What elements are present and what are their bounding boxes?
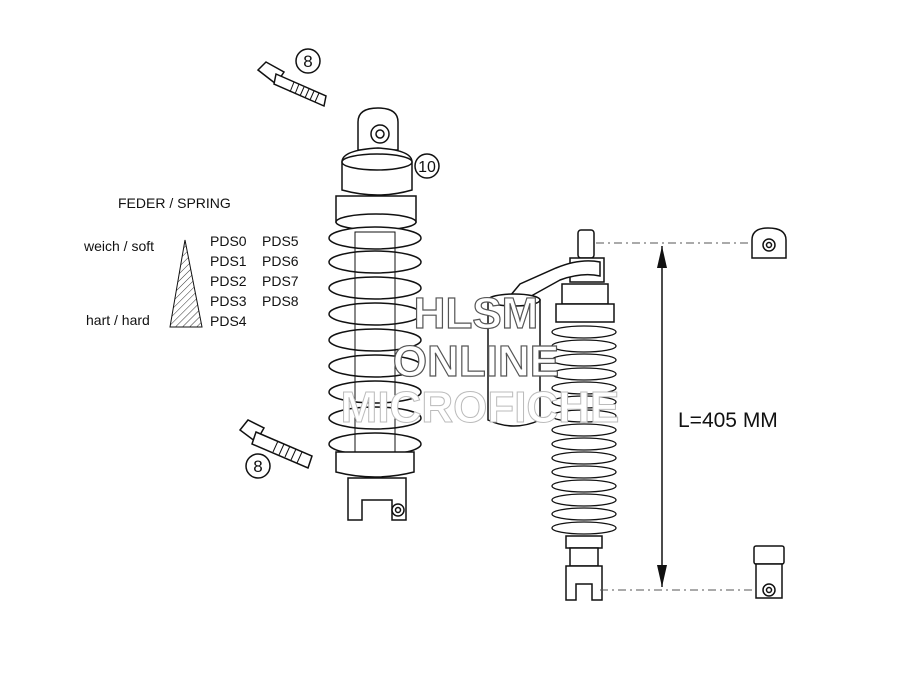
dimension-lines — [596, 242, 760, 591]
svg-text:HLSM: HLSM — [414, 289, 539, 338]
watermark: HLSM ONLINE MICROFICHE — [340, 288, 620, 432]
svg-text:PDS1: PDS1 — [210, 253, 247, 269]
detail-bottom-clevis — [753, 545, 785, 599]
svg-text:ONLINE: ONLINE — [393, 337, 559, 386]
callout-bolt-top: 8 — [295, 48, 321, 74]
spring-column-1: PDS0 PDS1 PDS2 PDS3 PDS4 — [210, 233, 247, 329]
spring-column-2: PDS5 PDS6 PDS7 PDS8 — [262, 233, 299, 309]
svg-text:PDS5: PDS5 — [262, 233, 299, 249]
svg-text:PDS4: PDS4 — [210, 313, 247, 329]
spring-hard-label: hart / hard — [86, 312, 150, 328]
callout-bolt-bottom: 8 — [245, 453, 271, 479]
spring-table-heading: FEDER / SPRING — [118, 195, 231, 211]
svg-text:MICROFICHE: MICROFICHE — [341, 383, 620, 432]
callout-shock: 10 — [414, 153, 440, 179]
svg-text:PDS7: PDS7 — [262, 273, 299, 289]
svg-text:PDS8: PDS8 — [262, 293, 299, 309]
svg-text:10: 10 — [418, 159, 436, 176]
detail-top-eye — [751, 227, 787, 259]
shock-absorber-right — [487, 229, 617, 601]
svg-text:8: 8 — [253, 457, 262, 476]
bolt-top — [256, 61, 327, 108]
svg-text:PDS0: PDS0 — [210, 233, 247, 249]
spring-soft-label: weich / soft — [83, 238, 154, 254]
svg-text:PDS6: PDS6 — [262, 253, 299, 269]
shock-absorber-left — [328, 107, 422, 521]
svg-text:PDS3: PDS3 — [210, 293, 247, 309]
spring-hardness-wedge — [169, 239, 203, 328]
svg-text:8: 8 — [303, 52, 312, 71]
bolt-bottom — [238, 419, 313, 470]
dimension-length-label: L=405 MM — [678, 409, 778, 432]
svg-text:PDS2: PDS2 — [210, 273, 247, 289]
